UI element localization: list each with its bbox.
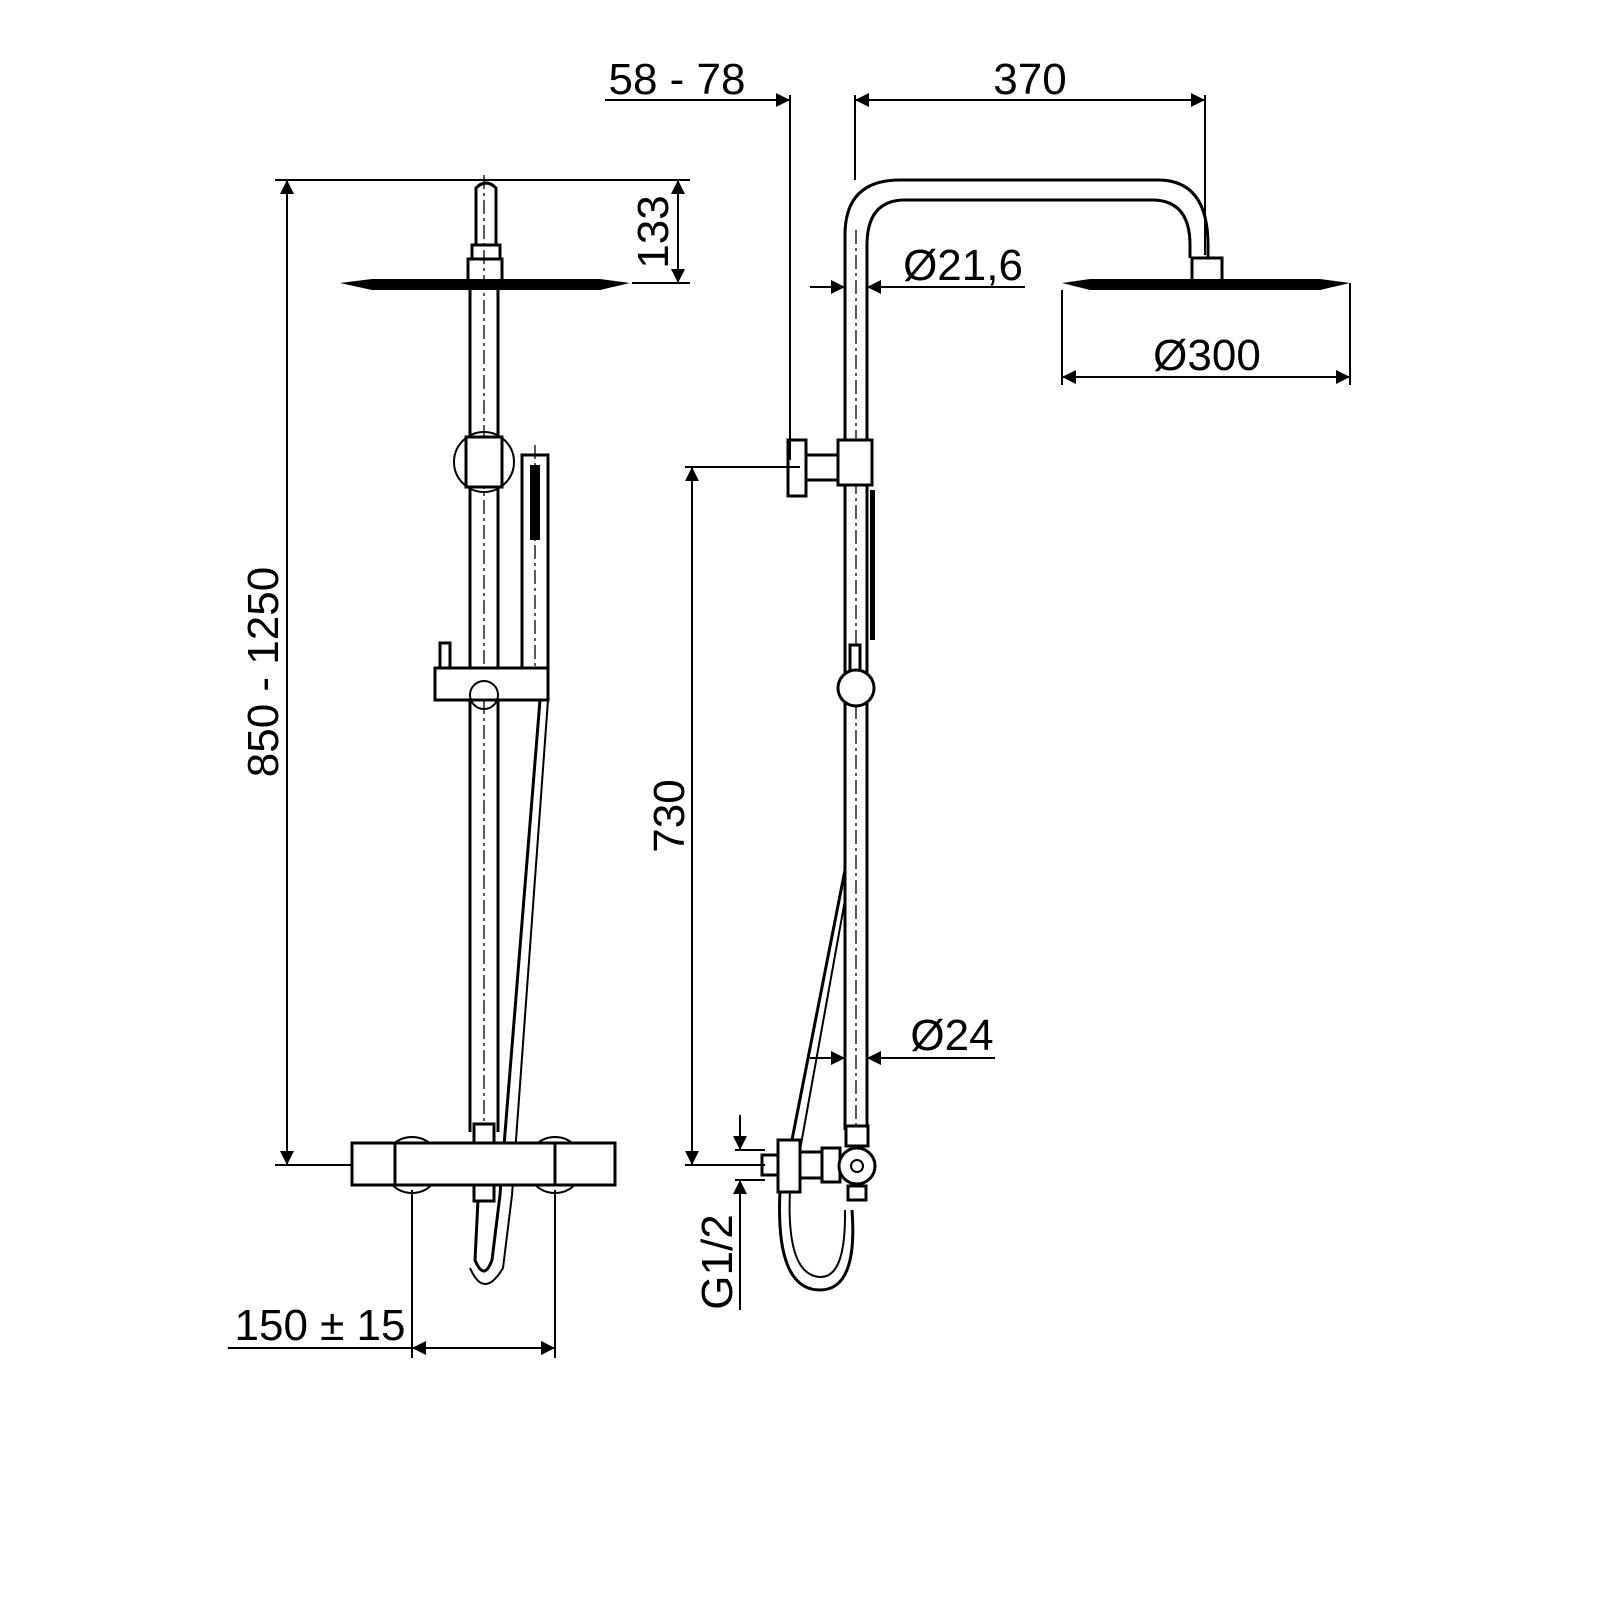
inlet-thread-label: G1/2 <box>693 1214 742 1309</box>
hose-side <box>778 869 855 1292</box>
bracket-height-label: 730 <box>645 779 694 852</box>
dimension-lines-side <box>605 93 1351 1310</box>
pipe-diameter-upper-label: Ø21,6 <box>903 241 1023 290</box>
dimension-lines-front <box>228 179 690 1358</box>
mixer-side <box>760 1124 877 1202</box>
inlet-spacing-label: 150 ± 15 <box>235 1301 406 1350</box>
hand-shower <box>520 445 550 700</box>
column-pipe <box>466 175 504 1200</box>
slider-bracket <box>453 431 515 493</box>
head-diameter-label: Ø300 <box>1153 331 1261 380</box>
pipe-diameter-lower-label: Ø24 <box>910 1011 993 1060</box>
head-offset-label: 133 <box>629 195 678 268</box>
wall-bracket <box>786 438 875 640</box>
rain-shower-head-side <box>1062 279 1350 290</box>
thermostatic-mixer <box>350 1122 617 1203</box>
arm-reach-label: 370 <box>993 55 1066 104</box>
hose <box>469 699 549 1285</box>
total-height-label: 850 - 1250 <box>239 567 288 777</box>
slider-side <box>836 643 876 708</box>
wall-distance-label: 58 - 78 <box>609 55 746 104</box>
hand-shower-holder <box>433 641 550 710</box>
rain-shower-head <box>340 279 630 290</box>
front-view: 850 - 1250 133 150 ± 15 <box>228 175 690 1358</box>
side-view: 58 - 78 370 Ø21,6 Ø300 Ø24 730 G1/2 <box>605 55 1351 1310</box>
